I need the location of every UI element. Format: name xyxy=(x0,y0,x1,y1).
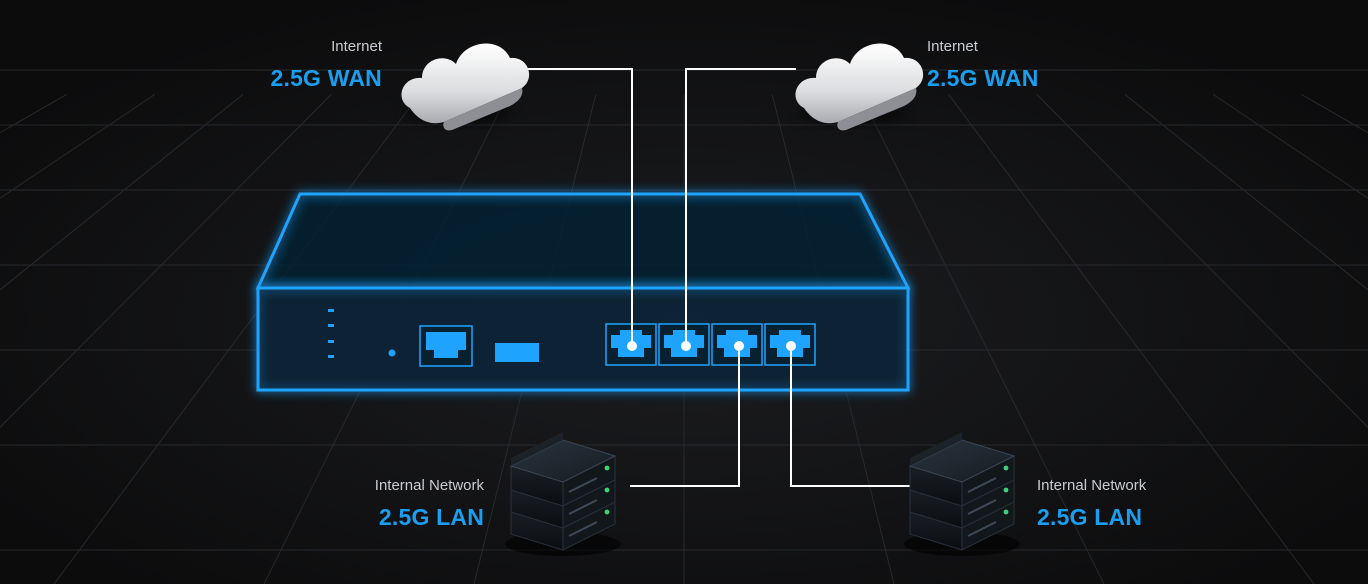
status-led xyxy=(328,355,334,358)
grid-line xyxy=(859,94,1105,584)
grid-line xyxy=(948,94,1315,584)
server-top-edge xyxy=(511,432,563,466)
server-vent xyxy=(568,521,598,537)
cloud-icon xyxy=(795,43,924,131)
cloud-icon xyxy=(401,43,530,131)
ethernet-port-led xyxy=(717,330,726,335)
ethernet-port-led xyxy=(664,330,673,335)
ethernet-port-led xyxy=(770,330,779,335)
server-status-led xyxy=(604,487,610,493)
port-dot xyxy=(734,341,744,351)
server-top-edge xyxy=(910,432,962,466)
ethernet-port-led xyxy=(748,330,757,335)
wan-right-label: Internet 2.5G WAN xyxy=(927,38,1097,92)
status-led xyxy=(328,309,334,312)
floor-grid xyxy=(0,69,1368,584)
server-status-led xyxy=(1003,509,1009,515)
server-vent xyxy=(568,477,598,493)
wan-right-title: 2.5G WAN xyxy=(927,65,1039,91)
ethernet-port-led xyxy=(801,330,810,335)
grid-line xyxy=(0,94,156,199)
port-dot xyxy=(786,341,796,351)
wan-left-title: 2.5G WAN xyxy=(270,65,382,91)
wan-left-label: Internet 2.5G WAN xyxy=(230,38,382,92)
status-led xyxy=(328,324,334,327)
ethernet-port-led xyxy=(611,330,620,335)
router-device xyxy=(255,192,911,392)
wan-right-caption: Internet xyxy=(927,38,978,55)
port-connection-dots xyxy=(627,341,796,351)
grid-line xyxy=(1036,94,1368,428)
server-vent xyxy=(967,499,997,515)
reset-button xyxy=(388,349,396,357)
server-vent xyxy=(967,521,997,537)
wan-left-caption: Internet xyxy=(331,38,382,55)
grid-line xyxy=(0,94,244,291)
lan-left-caption: Internal Network xyxy=(374,477,484,494)
server-rack-icon xyxy=(505,432,621,556)
lan-left-link xyxy=(630,346,740,487)
ethernet-port-led xyxy=(695,330,704,335)
grid-line xyxy=(1212,94,1368,199)
lan-right-title: 2.5G LAN xyxy=(1037,504,1143,530)
server-status-led xyxy=(1003,487,1009,493)
server-status-led xyxy=(604,509,610,515)
lan-left-title: 2.5G LAN xyxy=(378,504,484,530)
lan-right-label: Internal Network 2.5G LAN xyxy=(1037,477,1207,531)
server-vent xyxy=(967,477,997,493)
ethernet-port-led xyxy=(642,330,651,335)
lan-right-caption: Internal Network xyxy=(1037,477,1147,494)
connection-lines xyxy=(524,68,910,487)
port-dot xyxy=(681,341,691,351)
grid-line xyxy=(53,94,420,584)
grid-line xyxy=(1124,94,1368,291)
server-status-led xyxy=(604,465,610,471)
port-dot xyxy=(627,341,637,351)
console-port xyxy=(419,325,473,367)
server-vent xyxy=(568,499,598,515)
status-led xyxy=(328,340,334,343)
server-status-led xyxy=(1003,465,1009,471)
status-led-column xyxy=(328,309,334,358)
server-rack-icon xyxy=(904,432,1020,556)
router-top-face xyxy=(255,192,911,290)
lan-left-label: Internal Network 2.5G LAN xyxy=(334,477,484,531)
usb-port xyxy=(495,343,539,362)
wan-left-link xyxy=(524,68,633,346)
wan-right-link xyxy=(685,68,796,346)
grid-line xyxy=(0,94,332,428)
lan-right-link xyxy=(790,346,910,487)
